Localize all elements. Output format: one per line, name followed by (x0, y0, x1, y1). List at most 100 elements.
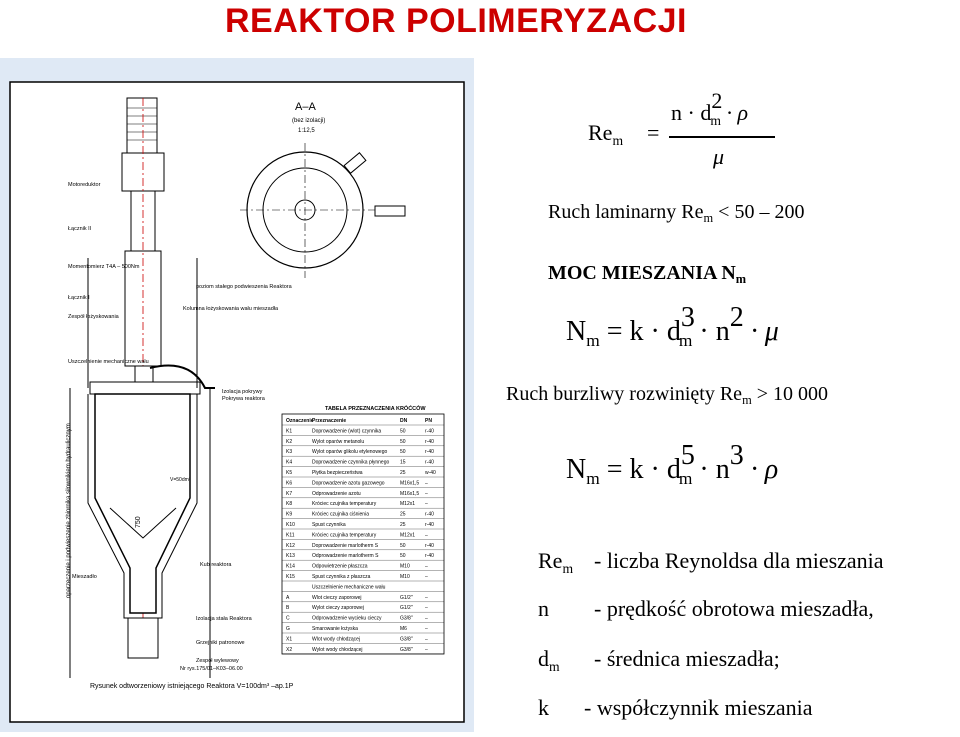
legend-item-dm: dm- średnica mieszadła; (538, 646, 780, 674)
laminar-cond: < 50 – 200 (718, 201, 805, 223)
table-cell: Wylot oparów metanolu (312, 439, 364, 445)
nm1-eq: = (606, 316, 623, 347)
table-cell: G3/8" (400, 616, 413, 622)
reactor-drawing: V=50dm³ 750 oparzeczenie i podwieszenie … (0, 58, 474, 732)
legend-item-re: Rem- liczba Reynoldsa dla mieszania (538, 548, 884, 576)
table-cell: K10 (286, 522, 295, 528)
table-cell: M6 (400, 626, 407, 632)
nm1-tail: · μ (750, 316, 779, 347)
table-cell: K3 (286, 449, 292, 455)
table-cell: Odprowadzenie wycieku cieczy (312, 616, 382, 622)
label-izolacja-stala: Izolacja stała Reaktora (196, 616, 253, 622)
nm2-eq: = (606, 454, 623, 485)
table-cell: Płytka bezpieczeństwa (312, 470, 363, 476)
table-cell: Odpowietrzenie płaszcza (312, 564, 368, 570)
drawing-caption: Rysunek odtworzeniowy istniejącego Reakt… (90, 683, 294, 690)
nm1-n: · n (699, 316, 730, 347)
nm1-k: k · d (629, 316, 681, 347)
table-cell: 50 (400, 543, 406, 549)
table-cell: K1 (286, 428, 292, 434)
table-cell: K14 (286, 564, 295, 570)
label-pokrywa: Pokrywa reaktora (222, 396, 266, 402)
power-formula-turbulent: Nm = k · d5m · n3 · ρ (566, 440, 778, 489)
table-cell: Doprowadzenie czynnika płynnego (312, 460, 389, 466)
table-cell: K15 (286, 574, 295, 580)
side-note: oparzeczenie i podwieszenie zbiornika si… (66, 423, 72, 598)
label-grzejniki: Grzejniki patronowe (196, 640, 245, 646)
legend-item-k: k- współczynnik mieszania (538, 695, 813, 720)
re-num: n · d (671, 100, 712, 125)
page-title: REAKTOR POLIMERYZACJI (225, 2, 687, 40)
table-cell: M10 (400, 574, 410, 580)
table-cell: Wlot wody chłodzącej (312, 636, 360, 642)
table-cell: K4 (286, 460, 292, 466)
label-lacznik1: Łącznik I (68, 295, 90, 301)
table-cell: r-40 (425, 512, 434, 518)
laminar-sub: m (703, 211, 714, 226)
re-eq: = (647, 120, 660, 145)
vapor-pipe (149, 364, 215, 389)
turbulent-sub: m (742, 393, 752, 408)
turbulent-line: Ruch burzliwy rozwinięty Rem > 10 000 (506, 383, 828, 408)
table-header-cell: DN (400, 418, 408, 424)
label-poziom: poziom stałego podwieszenia Reaktora (196, 284, 293, 290)
label-izolacja-pokrywy: Izolacja pokrywy (222, 389, 263, 395)
table-cell: C (286, 616, 290, 622)
nozzle-table-frame (281, 413, 445, 655)
table-cell: – (425, 532, 428, 538)
table-cell: – (425, 616, 428, 622)
table-cell: M12x1 (400, 532, 415, 538)
moc-text: MOC MIESZANIA N (548, 262, 736, 284)
nm2-n-sup: 3 (729, 440, 744, 471)
section-label: A–A (295, 101, 316, 113)
label-zespol-wylewowy: Zespół wylewowy (196, 658, 239, 664)
table-cell: M16x1,5 (400, 491, 419, 497)
table-cell: Doprowadzenie (wlot) czynnika (312, 428, 381, 434)
table-cell: Wylot cieczy zaporowej (312, 605, 364, 611)
table-cell: r-40 (425, 460, 434, 466)
label-motoreduktor: Motoreduktor (68, 182, 101, 188)
laminar-text: Ruch laminarny Re (548, 201, 704, 223)
table-cell: G3/8" (400, 647, 413, 653)
lid (89, 381, 201, 395)
moc-sub: m (735, 272, 747, 287)
table-cell: Króciec czujnika temperatury (312, 532, 377, 538)
table-cell: K7 (286, 491, 292, 497)
table-cell: – (425, 480, 428, 486)
table-cell: r-40 (425, 428, 434, 434)
table-cell: Spust czynnika (312, 522, 346, 528)
stirrer (109, 507, 177, 539)
label-kub: Kub reaktora (200, 562, 232, 568)
table-cell: M16x1,5 (400, 480, 419, 486)
re-fraction-line (669, 136, 775, 138)
table-cell: Wlot cieczy zaporowej (312, 595, 361, 601)
re-num-sup: 2 (711, 88, 723, 113)
nm2-sub: m (678, 469, 693, 489)
table-cell: 50 (400, 428, 406, 434)
nm2-lhs-sub: m (586, 469, 600, 489)
table-cell: 50 (400, 553, 406, 559)
table-cell: G3/8" (400, 636, 413, 642)
table-cell: G1/2" (400, 605, 413, 611)
table-cell: 25 (400, 512, 406, 518)
table-cell: Spust czynnika z płaszcza (312, 574, 371, 580)
nm1-lhs-sub: m (586, 331, 600, 351)
table-header-cell: Oznaczenie (286, 418, 314, 424)
table-cell: 15 (400, 460, 406, 466)
label-momentomierz: Momentomierz T4A – 500Nm (68, 264, 140, 270)
re-lhs: Re (588, 120, 613, 145)
table-cell: r-40 (425, 543, 434, 549)
table-cell: Uszczelnienie mechaniczne wału (312, 584, 386, 590)
table-cell: K9 (286, 512, 292, 518)
table-cell: Króciec czujnika ciśnienia (312, 512, 369, 518)
table-cell: r-40 (425, 439, 434, 445)
table-cell: K6 (286, 480, 292, 486)
nm1-n-sup: 2 (729, 302, 744, 333)
label-zespol: Zespół łożyskowania (68, 314, 120, 320)
table-cell: – (425, 595, 428, 601)
legend-item-n: n- prędkość obrotowa mieszadła, (538, 596, 874, 621)
label-lacznik2: Łącznik II (68, 226, 92, 232)
re-lhs-sub: m (612, 132, 624, 148)
label-mieszadlo: Mieszadło (72, 574, 97, 580)
table-cell: G1/2" (400, 595, 413, 601)
